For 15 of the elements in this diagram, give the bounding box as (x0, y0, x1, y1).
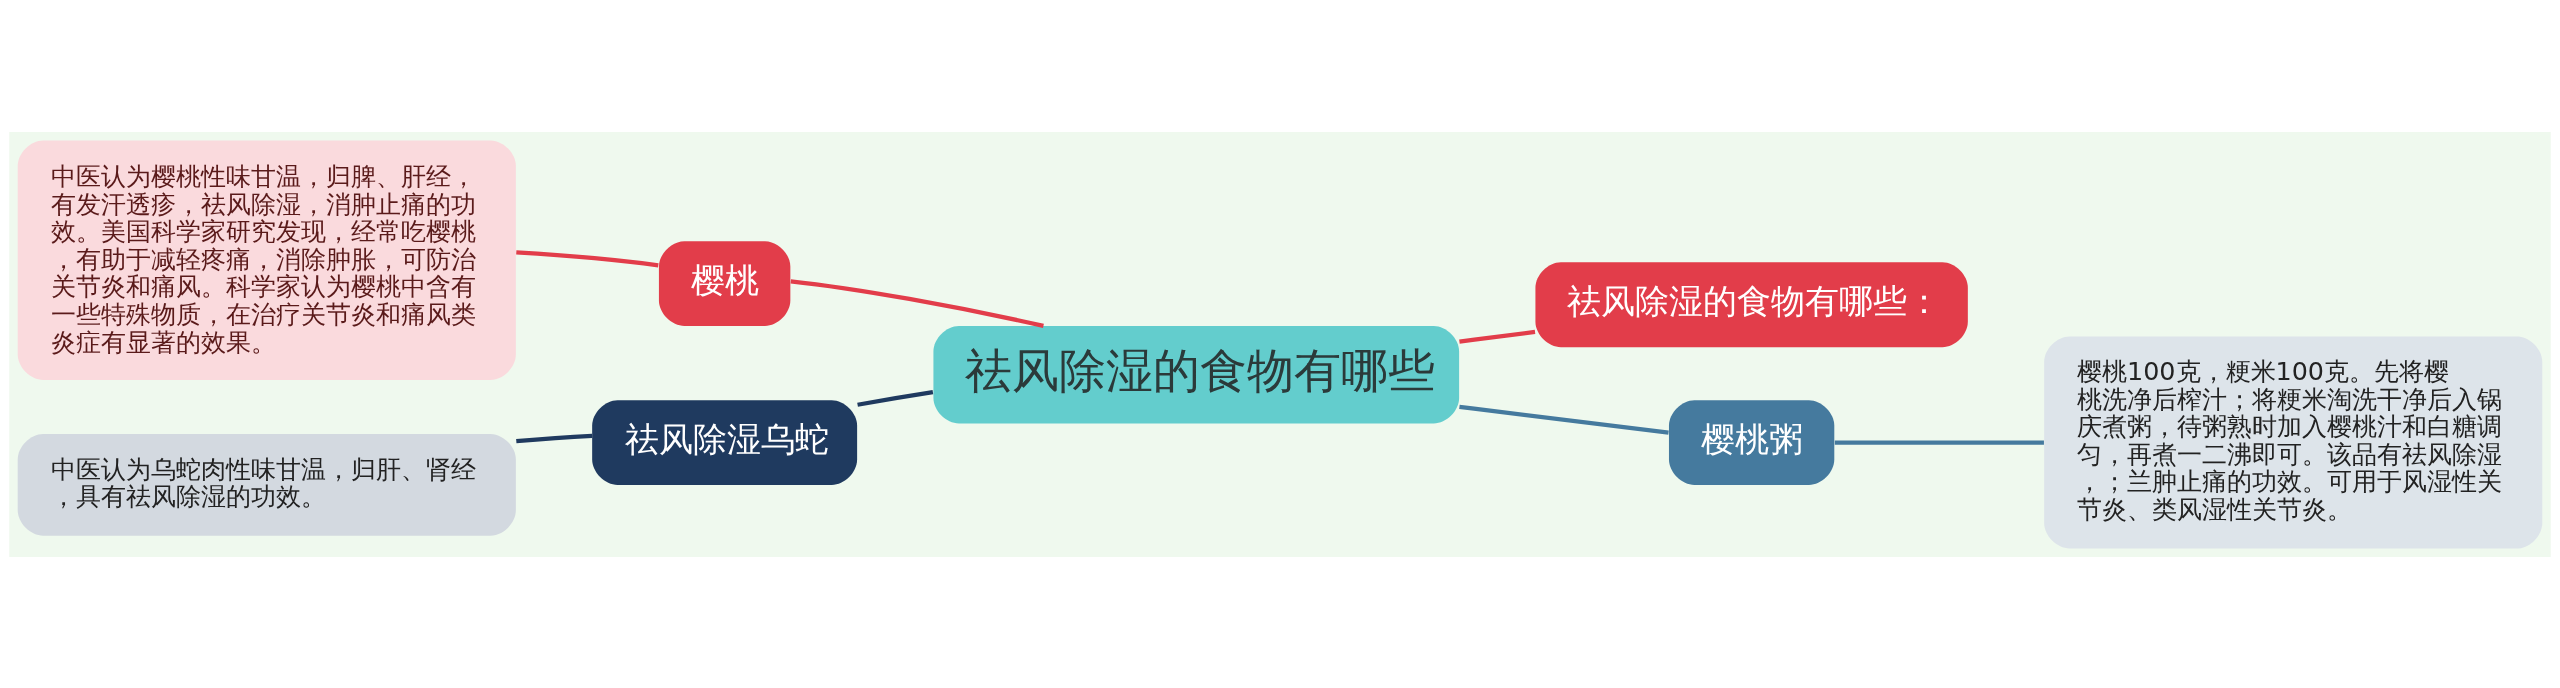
connector (516, 433, 593, 443)
node-box: 中医认为乌蛇肉性味甘温，归肝、肾经，具有祛风除湿的功效。 (17, 433, 516, 536)
node-box: 祛风除湿的食物有哪些： (1535, 261, 1968, 347)
connector (1459, 404, 1669, 435)
node-box: 祛风除湿的食物有哪些 (933, 325, 1460, 423)
connector (516, 249, 659, 267)
node-box: 樱桃粥 (1668, 399, 1835, 485)
node-box: 樱桃100克，粳米100克。先将樱桃洗净后榨汁；将粳米淘洗干净后入锅庆煮粥，待粥熟时加入樱桃汁和白糖调匀，再煮一二沸即可。该品有祛风除湿，；兰肿止痛的功效。可用于风湿性关节炎、类风湿性关节炎。 (2044, 336, 2543, 548)
connector (1834, 439, 2044, 445)
node-box: 樱桃 (658, 240, 791, 326)
connector (857, 389, 934, 407)
connector (790, 278, 1044, 328)
node-box: 中医认为樱桃性味甘温，归脾、肝经，有发汗透疹，祛风除湿，消肿止痛的功效。美国科学家研究发现，经常吃樱桃，有助于减轻疼痛，消除肿胀，可防治关节炎和痛风。科学家认为樱桃中含有一些特殊物质，在治疗关节炎和痛风类炎症有显著的效果。 (17, 140, 516, 380)
node-box: 祛风除湿乌蛇 (592, 399, 858, 485)
connector (1459, 329, 1536, 344)
